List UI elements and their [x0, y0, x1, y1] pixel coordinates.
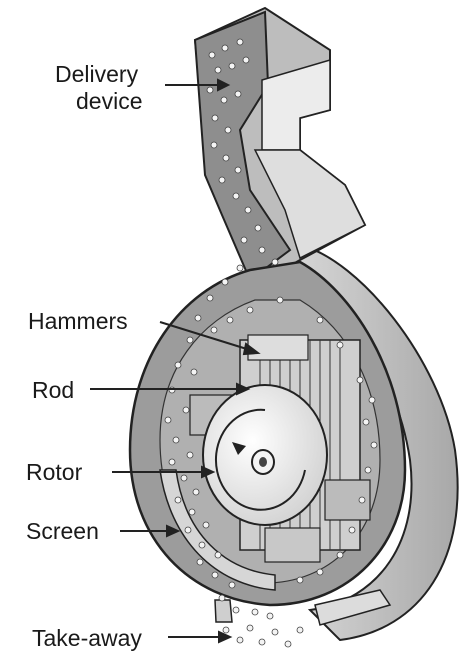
hammers-arrowhead [242, 342, 261, 356]
label-takeaway: Take-away [32, 625, 142, 651]
label-screen: Screen [26, 518, 99, 544]
leader-lines [90, 78, 261, 644]
label-rod: Rod [32, 377, 75, 403]
rotor-arrowhead [201, 465, 216, 479]
chute-panel-lower [253, 149, 367, 260]
takeaway-lip [314, 589, 392, 626]
screen-arrowhead [166, 524, 181, 538]
label-hammers: Hammers [28, 308, 128, 334]
label-rotor: Rotor [26, 459, 83, 485]
delivery-arrowhead [217, 78, 231, 92]
screen-band [159, 469, 276, 591]
takeaway-outlet [214, 599, 233, 623]
label-delivery-line1: Delivery [55, 61, 139, 87]
hammers-arrow [159, 321, 251, 351]
rod-arrowhead [236, 382, 251, 396]
rotor [202, 384, 328, 526]
takeaway-arrowhead [218, 630, 233, 644]
label-delivery-line2: device [76, 88, 143, 114]
grain-particles [164, 38, 378, 648]
